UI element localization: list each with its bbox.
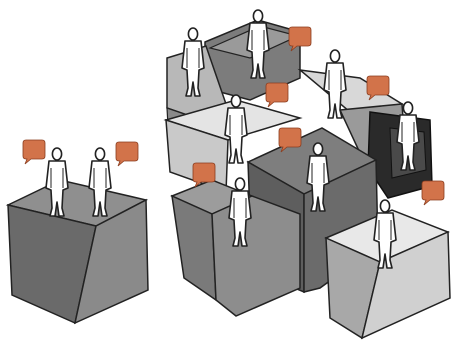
speech-bubble-icon bbox=[23, 140, 45, 164]
speech-bubble-icon bbox=[266, 83, 288, 107]
person-figure-icon bbox=[324, 50, 346, 118]
speech-bubble-icon bbox=[422, 181, 444, 205]
speech-bubble-icon bbox=[116, 142, 138, 166]
left-cube bbox=[8, 180, 148, 323]
